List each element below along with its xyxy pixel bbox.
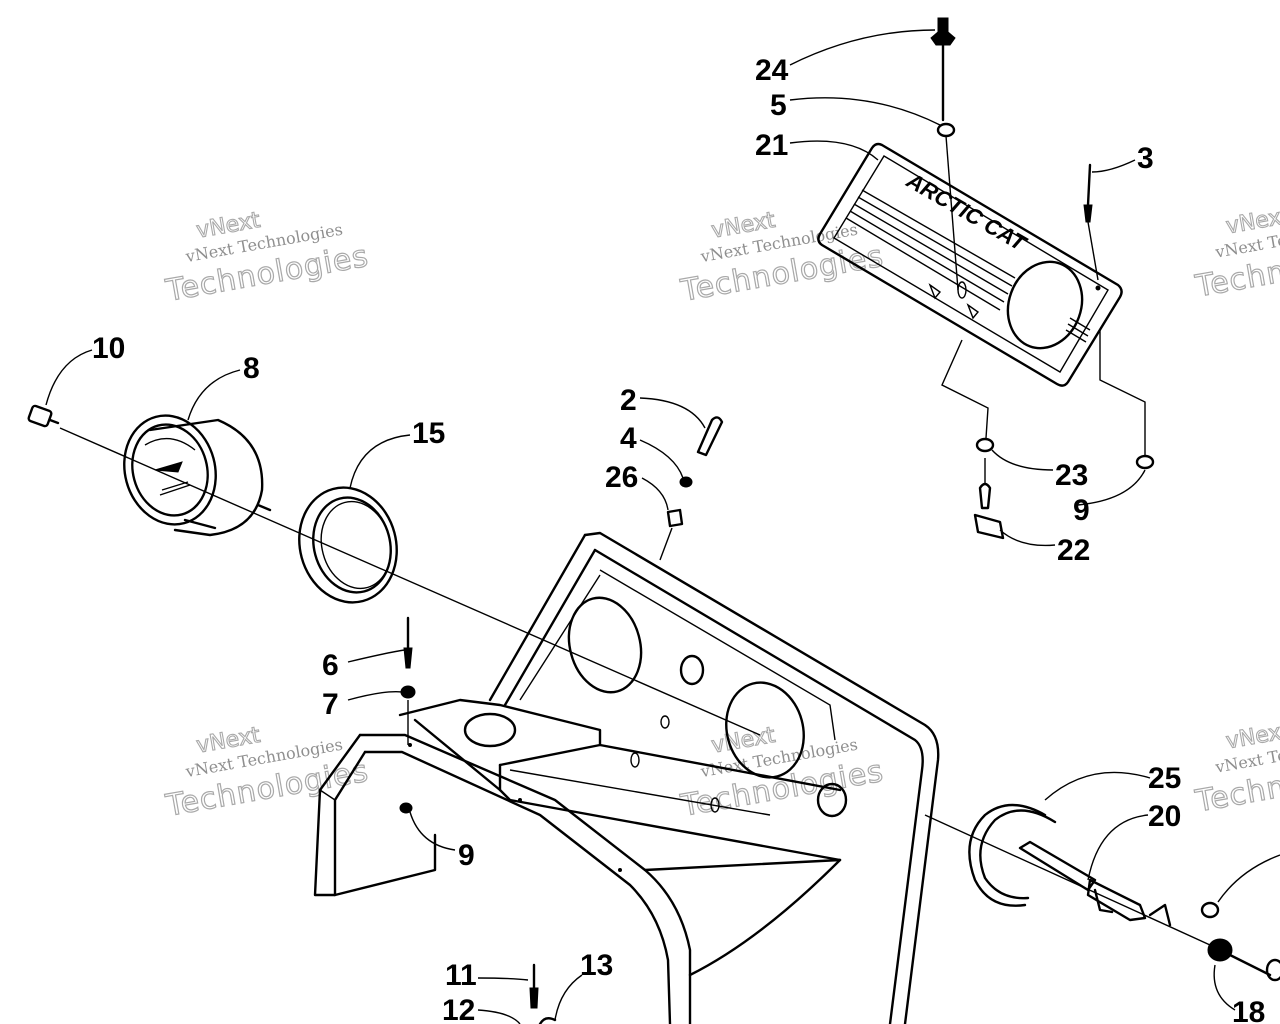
nut-9-lower (399, 802, 413, 814)
washer-5 (936, 122, 959, 291)
bulb-socket (27, 404, 60, 428)
light-hole (816, 782, 848, 818)
washer-4 (679, 476, 693, 488)
callout-18: 18 (1232, 996, 1265, 1024)
gauge-hole-left (567, 596, 643, 694)
bezel-ring (298, 486, 398, 604)
watermark-right-bottom: vNext vNext Technologies Technologies (1192, 718, 1280, 820)
speedometer-gauge (123, 414, 272, 537)
callout-21: 21 (755, 129, 788, 162)
callout-22: 22 (1057, 534, 1090, 567)
callout-12: 12 (442, 994, 475, 1024)
light-socket-20 (1018, 840, 1147, 922)
nut-right (1200, 901, 1220, 919)
callout-20: 20 (1148, 800, 1181, 833)
callout-26: 26 (605, 461, 638, 494)
washer-12 (538, 1017, 557, 1024)
nut-26 (666, 508, 684, 528)
tray-hole (463, 712, 517, 748)
screw-2 (696, 416, 724, 457)
callout-23: 23 (1055, 459, 1088, 492)
plate-stripes (845, 189, 1016, 311)
callout-5: 5 (770, 89, 787, 122)
callout-13: 13 (580, 949, 613, 982)
washer-7 (400, 685, 416, 699)
watermark-center-top: vNext vNext Technologies Technologies (677, 207, 887, 309)
screw-11 (529, 963, 539, 1009)
watermark-left-top: vNext vNext Technologies Technologies (162, 207, 372, 309)
leader-lines (45, 29, 1280, 1024)
switch-hole (679, 654, 705, 686)
screw-6 (403, 616, 413, 669)
nut-9-upper (1135, 454, 1155, 470)
toggle-switch-22 (973, 458, 1005, 540)
watermark-right-top: vNext vNext Technologies Technologies (1192, 203, 1280, 305)
dashboard-housing (313, 531, 940, 1024)
assembly-axis-light (924, 814, 1211, 946)
callout-numbers: 24 5 21 3 10 8 15 2 4 26 23 9 22 6 7 9 2… (92, 54, 1265, 1024)
nut-23 (975, 437, 995, 453)
gauge-hole-right (725, 681, 805, 779)
callout-7: 7 (322, 688, 339, 721)
callout-8: 8 (243, 352, 260, 385)
callout-6: 6 (322, 649, 339, 682)
screw-24 (930, 17, 956, 122)
leader-plate-to-nuts (941, 339, 989, 439)
plate-switch-opening (957, 281, 967, 299)
screw-3 (1083, 163, 1099, 281)
callout-9-upper: 9 (1073, 494, 1090, 527)
callout-10: 10 (92, 332, 125, 365)
callout-2: 2 (620, 384, 637, 417)
callout-25: 25 (1148, 762, 1181, 795)
callout-4: 4 (620, 422, 637, 455)
callout-11: 11 (445, 959, 477, 992)
callout-3: 3 (1137, 142, 1154, 175)
callout-24: 24 (755, 54, 789, 87)
wire-break (1148, 903, 1172, 927)
plate-gauge-opening (1006, 260, 1084, 350)
callout-9-lower: 9 (458, 839, 475, 872)
grommet-18 (1207, 938, 1280, 982)
clip-ring-25 (968, 803, 1057, 907)
callout-15: 15 (412, 417, 445, 450)
assembly-axis-gauge (59, 427, 761, 736)
